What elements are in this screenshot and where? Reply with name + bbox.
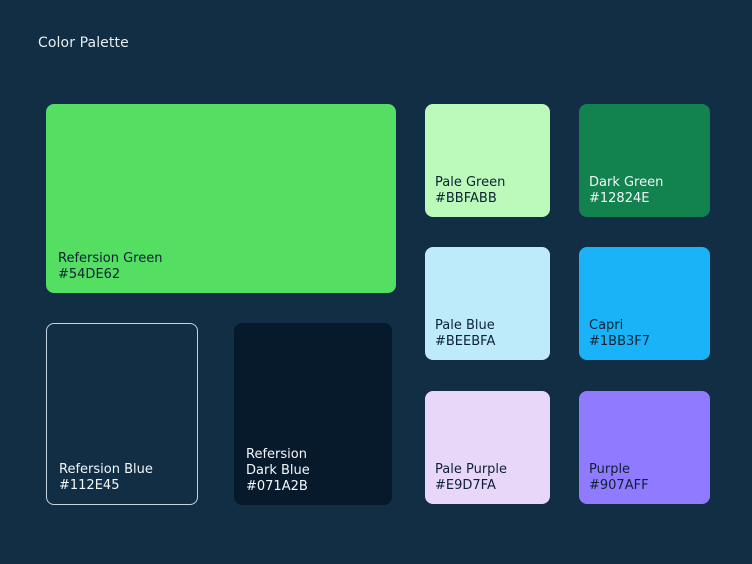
swatch-name: Capri (589, 318, 624, 333)
swatch-hex: #BEEBFA (435, 334, 496, 349)
swatch-pale-green: Pale Green #BBFABB (425, 104, 550, 217)
swatch-name: Purple (589, 462, 631, 477)
swatch-name: Pale Blue (435, 318, 495, 333)
swatch-name: Refersion Green (58, 251, 163, 266)
swatch-hex: #54DE62 (58, 267, 121, 282)
swatch-refersion-green: Refersion Green #54DE62 (46, 104, 396, 293)
swatch-hex: #E9D7FA (435, 478, 496, 493)
swatch-pale-blue: Pale Blue #BEEBFA (425, 247, 550, 360)
swatch-purple: Purple #907AFF (579, 391, 710, 504)
swatch-dark-green: Dark Green #12824E (579, 104, 710, 217)
swatch-hex: #112E45 (59, 478, 120, 493)
page-title: Color Palette (38, 35, 129, 51)
swatch-pale-purple: Pale Purple #E9D7FA (425, 391, 550, 504)
swatch-name: Pale Green (435, 175, 506, 190)
swatch-hex: #1BB3F7 (589, 334, 651, 349)
swatch-name: Pale Purple (435, 462, 508, 477)
swatch-hex: #907AFF (589, 478, 649, 493)
swatch-capri: Capri #1BB3F7 (579, 247, 710, 360)
swatch-refersion-blue: Refersion Blue #112E45 (46, 323, 198, 505)
swatch-name: Refersion Dark Blue (246, 447, 310, 478)
swatch-refersion-dark-blue: Refersion Dark Blue #071A2B (234, 323, 392, 505)
swatch-hex: #12824E (589, 191, 650, 206)
swatch-name: Refersion Blue (59, 462, 153, 477)
swatch-name: Dark Green (589, 175, 664, 190)
swatch-hex: #BBFABB (435, 191, 497, 206)
swatch-hex: #071A2B (246, 479, 308, 494)
